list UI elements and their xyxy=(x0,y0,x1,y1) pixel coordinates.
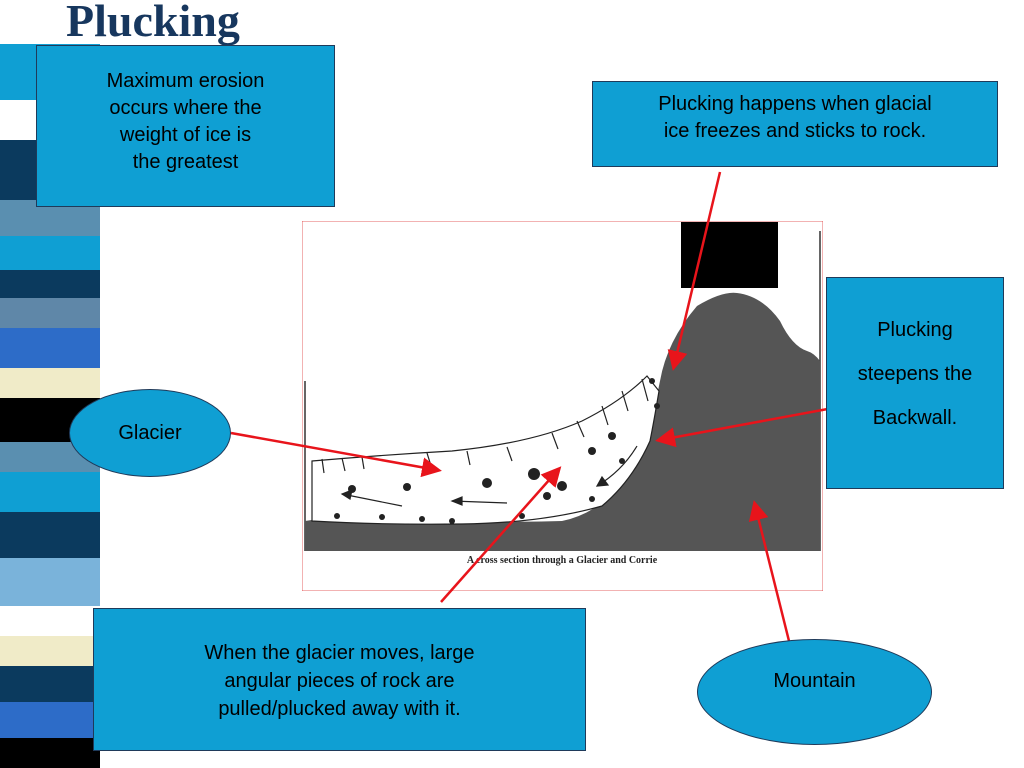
label-mountain: Mountain xyxy=(697,639,932,745)
glacier-cross-section-diagram: A cross section through a Glacier and Co… xyxy=(302,221,823,591)
callout-max-erosion: Maximum erosion occurs where the weight … xyxy=(36,45,335,207)
slide-title: Plucking xyxy=(66,0,240,46)
callout-plucking-happens: Plucking happens when glacial ice freeze… xyxy=(592,81,998,167)
diagram-caption: A cross section through a Glacier and Co… xyxy=(467,555,658,566)
label-glacier: Glacier xyxy=(69,389,231,477)
callout-glacier-moves: When the glacier moves, large angular pi… xyxy=(93,608,586,751)
callout-steepens-backwall: Plucking steepens the Backwall. xyxy=(826,277,1004,489)
